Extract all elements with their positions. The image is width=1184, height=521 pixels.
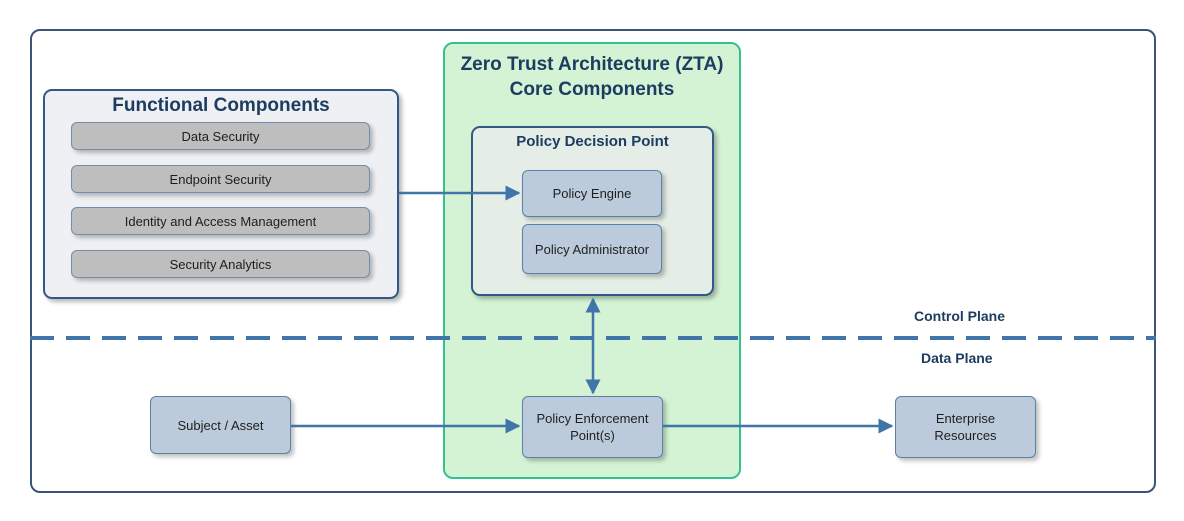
resources-label-line2: Resources bbox=[934, 428, 997, 443]
component-identity-access-management: Identity and Access Management bbox=[71, 207, 370, 235]
zta-title-line2: Core Components bbox=[509, 79, 675, 100]
resources-label-line1: Enterprise bbox=[935, 411, 996, 426]
data-plane-label: Data Plane bbox=[921, 350, 993, 366]
pep-label-line2: Point(s) bbox=[570, 428, 615, 443]
component-security-analytics: Security Analytics bbox=[71, 250, 370, 278]
policy-engine: Policy Engine bbox=[522, 170, 662, 217]
component-endpoint-security: Endpoint Security bbox=[71, 165, 370, 193]
policy-administrator: Policy Administrator bbox=[522, 224, 662, 274]
policy-enforcement-point: Policy Enforcement Point(s) bbox=[522, 396, 663, 458]
zta-title-line1: Zero Trust Architecture (ZTA) bbox=[460, 54, 724, 75]
policy-decision-point-title: Policy Decision Point bbox=[516, 133, 669, 150]
pep-label-line1: Policy Enforcement bbox=[536, 411, 649, 426]
functional-components-title: Functional Components bbox=[112, 95, 330, 116]
zta-title: Zero Trust Architecture (ZTA) Core Compo… bbox=[443, 52, 741, 102]
control-plane-label: Control Plane bbox=[914, 308, 1006, 324]
subject-asset: Subject / Asset bbox=[150, 396, 291, 454]
component-data-security: Data Security bbox=[71, 122, 370, 150]
enterprise-resources: Enterprise Resources bbox=[895, 396, 1036, 458]
